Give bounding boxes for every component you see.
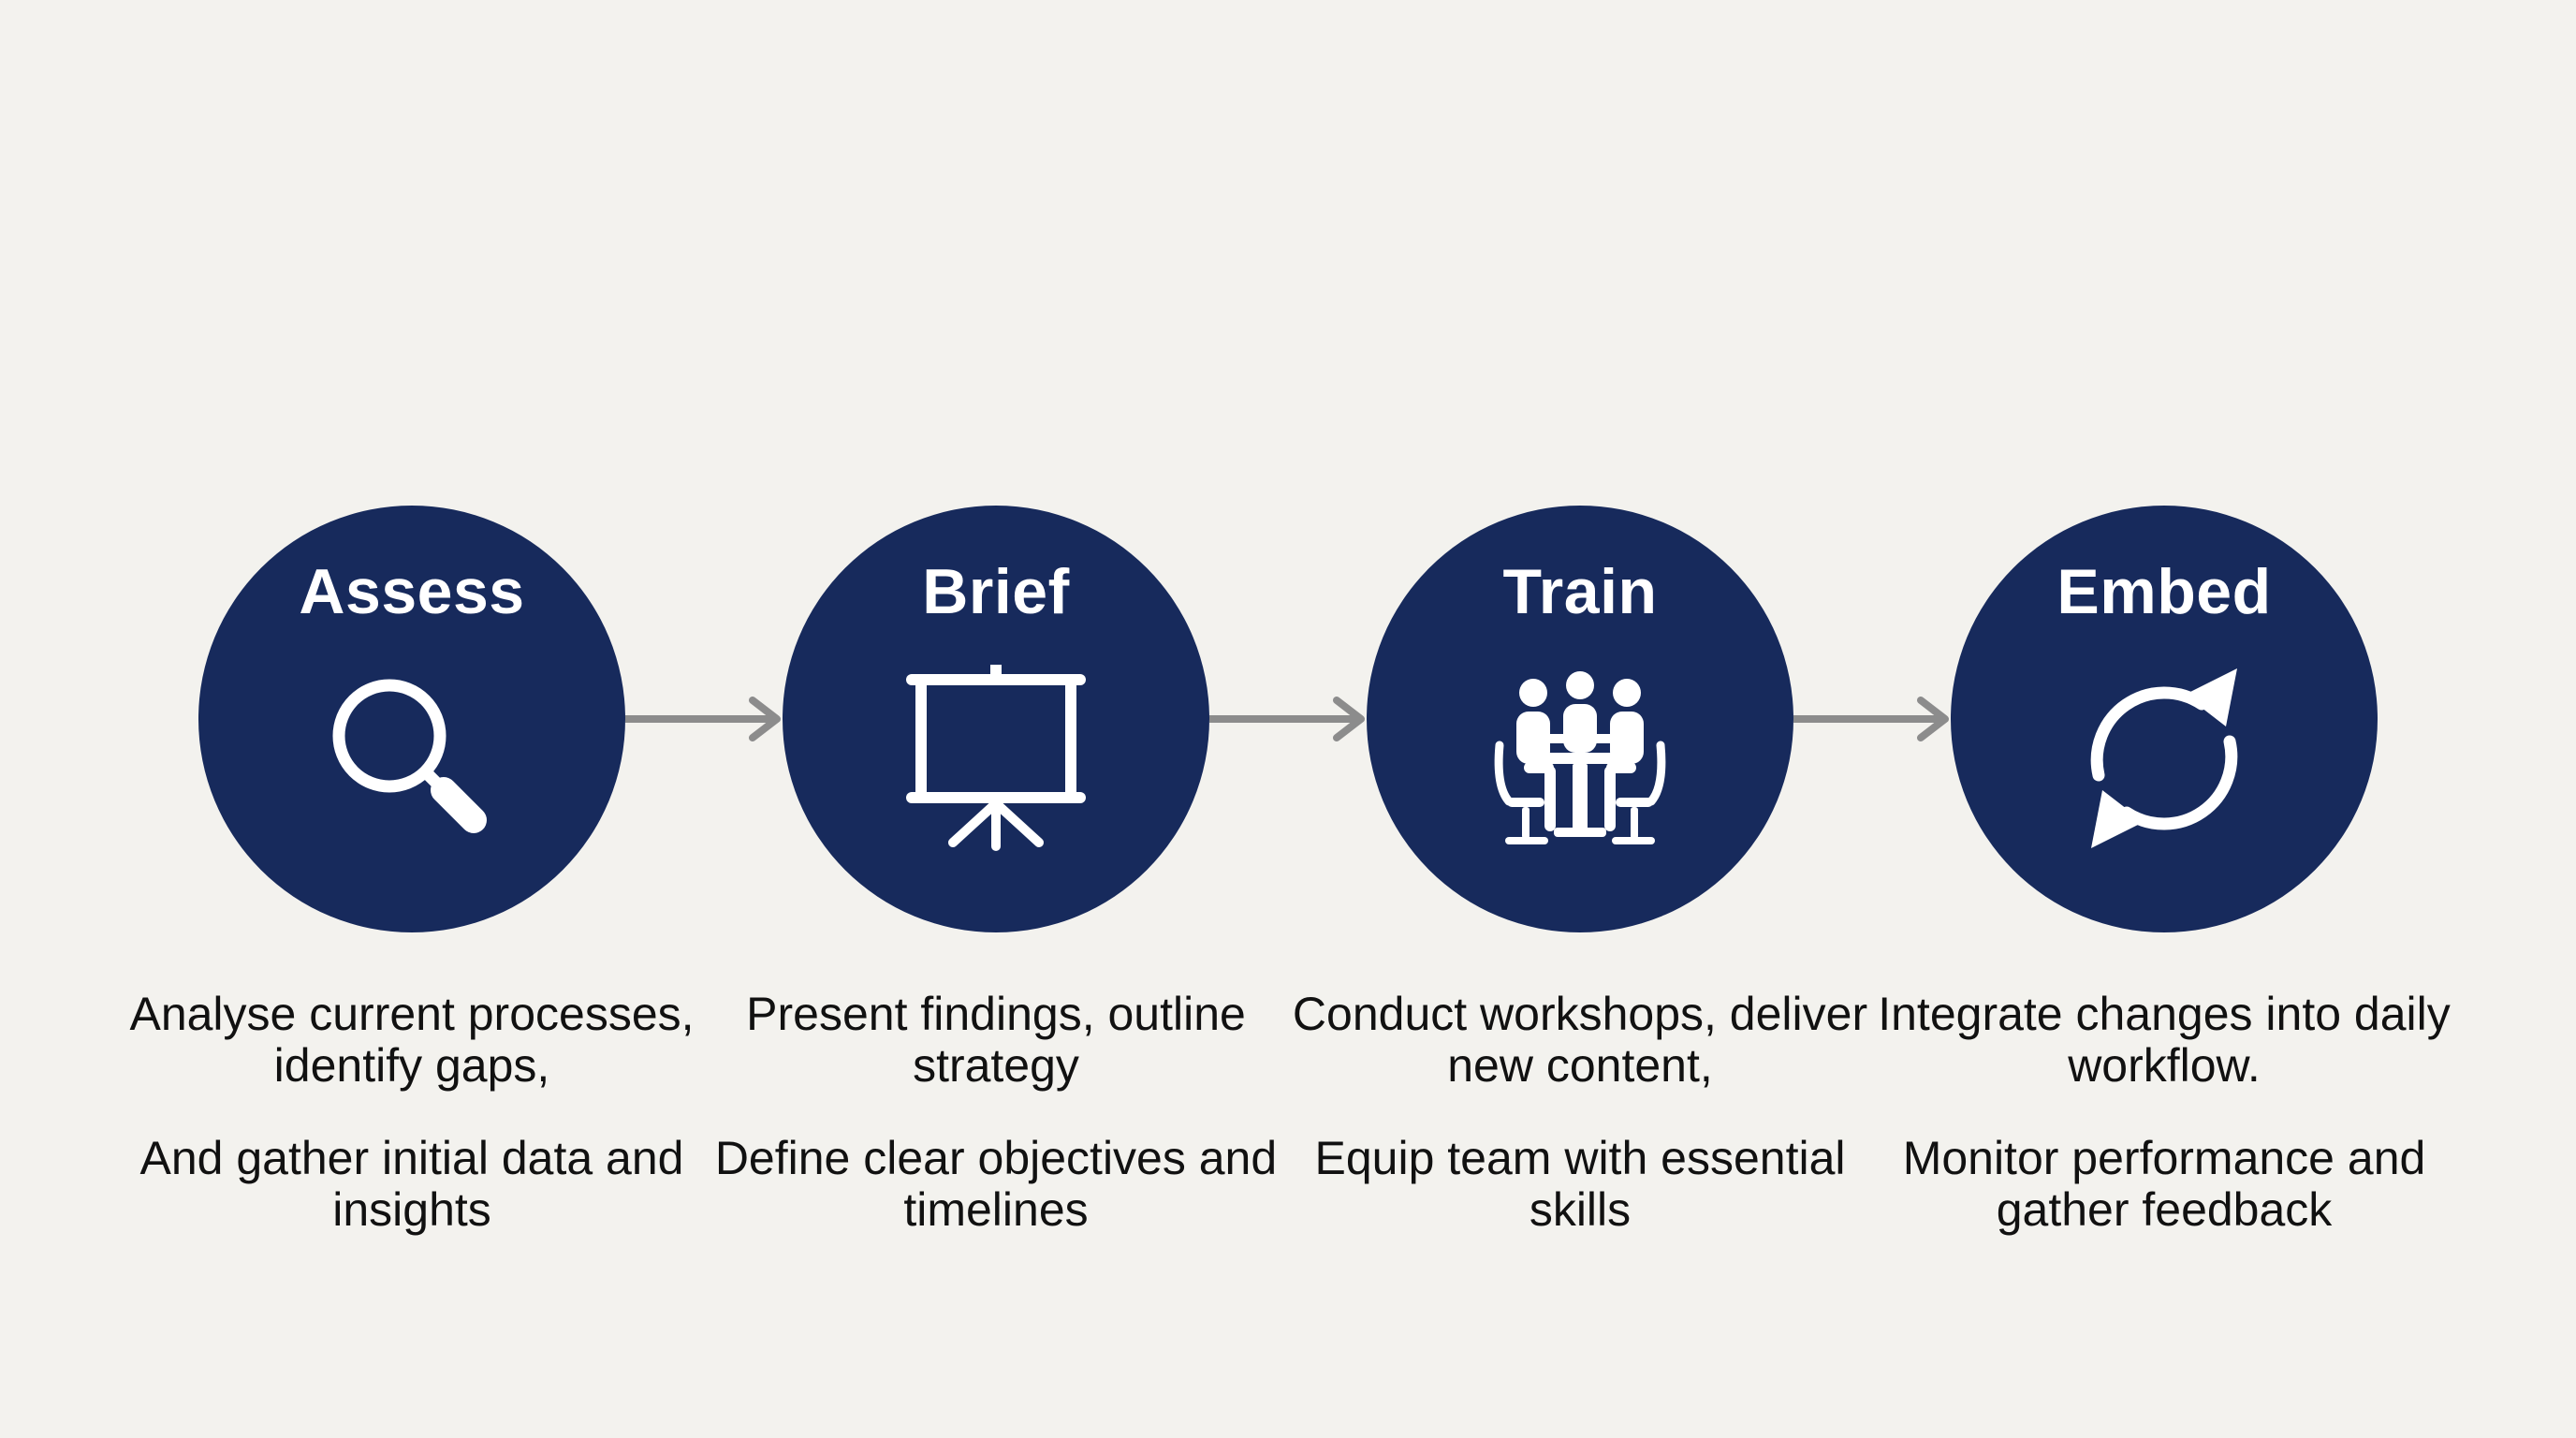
team-meeting-icon [1494, 671, 1666, 844]
refresh-cycle-icon [2090, 668, 2238, 848]
step-title: Train [1502, 556, 1658, 627]
step-title: Embed [2056, 556, 2272, 627]
step-description: Conduct workshops, deliver new content, [1292, 988, 1868, 1092]
step-detail: Monitor performance and gather feedback [1902, 1132, 2426, 1236]
arrow-assess-to-brief [625, 697, 781, 741]
step-circle: Assess [198, 506, 625, 932]
step-detail: Define clear objectives and timelines [714, 1132, 1278, 1236]
step-circle: Brief [783, 506, 1209, 932]
presentation-board-icon [906, 665, 1086, 851]
step-description: Analyse current processes, identify gaps… [129, 988, 695, 1092]
step-description: Present findings, outline strategy [746, 988, 1246, 1092]
step-title: Assess [299, 556, 525, 627]
step-circle: Embed [1951, 506, 2378, 932]
magnifying-glass-icon [332, 679, 487, 833]
step-detail: Equip team with essential skills [1314, 1132, 1846, 1236]
arrow-brief-to-train [1209, 697, 1365, 741]
step-circle: Train [1367, 506, 1793, 932]
arrow-train-to-embed [1793, 697, 1949, 741]
step-description: Integrate changes into daily workflow. [1878, 988, 2451, 1092]
step-detail: And gather initial data and insights [139, 1132, 684, 1236]
step-title: Brief [922, 556, 1070, 627]
